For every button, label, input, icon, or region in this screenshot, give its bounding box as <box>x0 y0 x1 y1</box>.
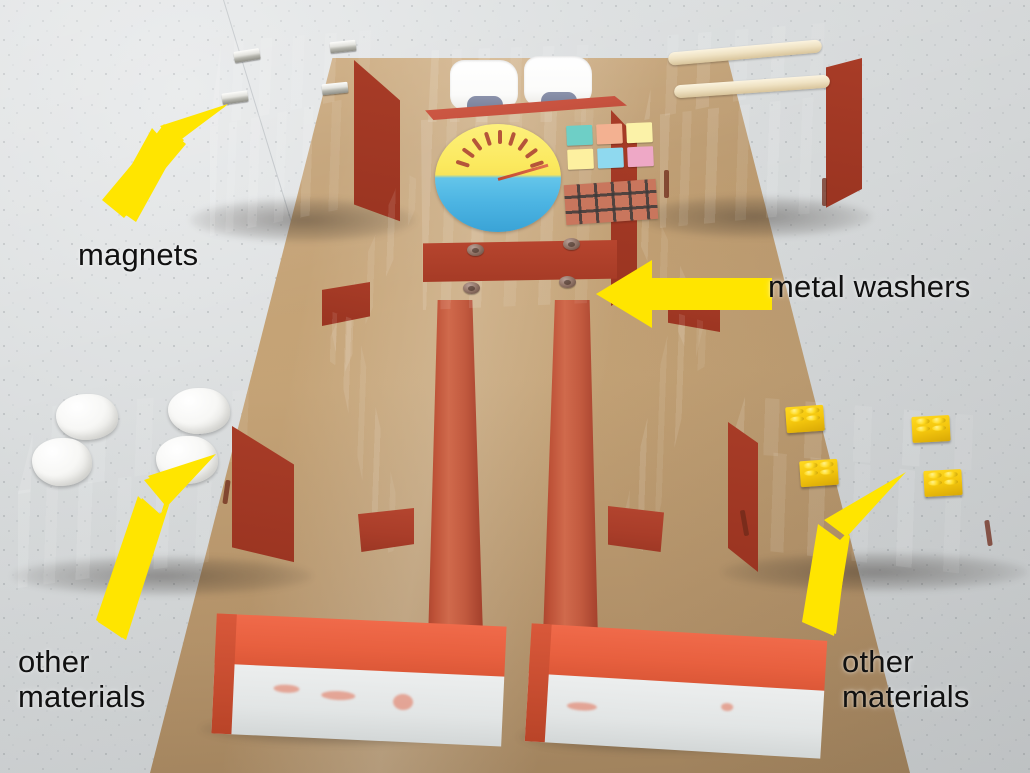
gauge-icon <box>435 124 561 232</box>
control-button-pad <box>566 122 654 170</box>
arrow-metal-washers <box>596 254 772 334</box>
box-sticks-slot <box>664 170 669 198</box>
grid-mesh-panel <box>563 178 659 226</box>
metal-washer-icon <box>563 238 580 250</box>
robot-foot-left-side <box>211 663 505 747</box>
robot-arm-right-hand <box>608 506 664 552</box>
lego-brick-icon <box>923 469 963 497</box>
label-other-materials-right: other materials <box>842 644 970 714</box>
label-magnets: magnets <box>78 237 199 272</box>
box-sticks-right-side <box>826 58 862 208</box>
control-button <box>626 122 653 144</box>
robot-arm-left-hand <box>358 508 414 552</box>
box-sticks-front <box>660 94 836 228</box>
robot-torso-lower-band <box>423 240 617 282</box>
metal-washer-icon <box>463 282 480 294</box>
metal-washer-icon <box>559 276 576 288</box>
metal-washer-icon <box>467 244 484 256</box>
gauge-needle-icon <box>497 163 549 181</box>
lego-studs <box>789 406 821 423</box>
cotton-ball-icon <box>32 438 92 486</box>
control-button <box>566 124 593 146</box>
robot-eye-right <box>524 56 592 106</box>
lego-brick-icon <box>785 404 825 434</box>
label-metal-washers: metal washers <box>768 269 971 304</box>
control-button <box>597 147 624 169</box>
cotton-ball-icon <box>56 394 118 440</box>
lego-studs <box>915 417 947 432</box>
control-button <box>567 148 594 170</box>
lego-brick-icon <box>911 415 951 443</box>
lego-studs <box>927 471 959 486</box>
control-button <box>596 123 623 145</box>
robot-foot-right <box>524 623 828 759</box>
control-button <box>627 146 654 168</box>
robot-eye-left <box>450 60 518 110</box>
box-cotton-shadow <box>12 556 312 596</box>
box-with-magnets <box>196 30 400 236</box>
arrow-magnets <box>100 100 240 240</box>
cotton-ball-icon <box>168 388 230 434</box>
robot-foot-left <box>211 613 507 747</box>
arrow-other-materials-left <box>96 452 226 644</box>
box-sticks-slot <box>822 178 827 206</box>
label-other-materials-left: other materials <box>18 644 146 714</box>
box-lego-left-side <box>728 422 758 572</box>
box-lego-shadow <box>722 552 1028 592</box>
box-with-lego-bricks <box>728 388 1016 580</box>
box-with-popsicle-sticks <box>640 22 862 234</box>
arrow-other-materials-right <box>796 470 926 638</box>
